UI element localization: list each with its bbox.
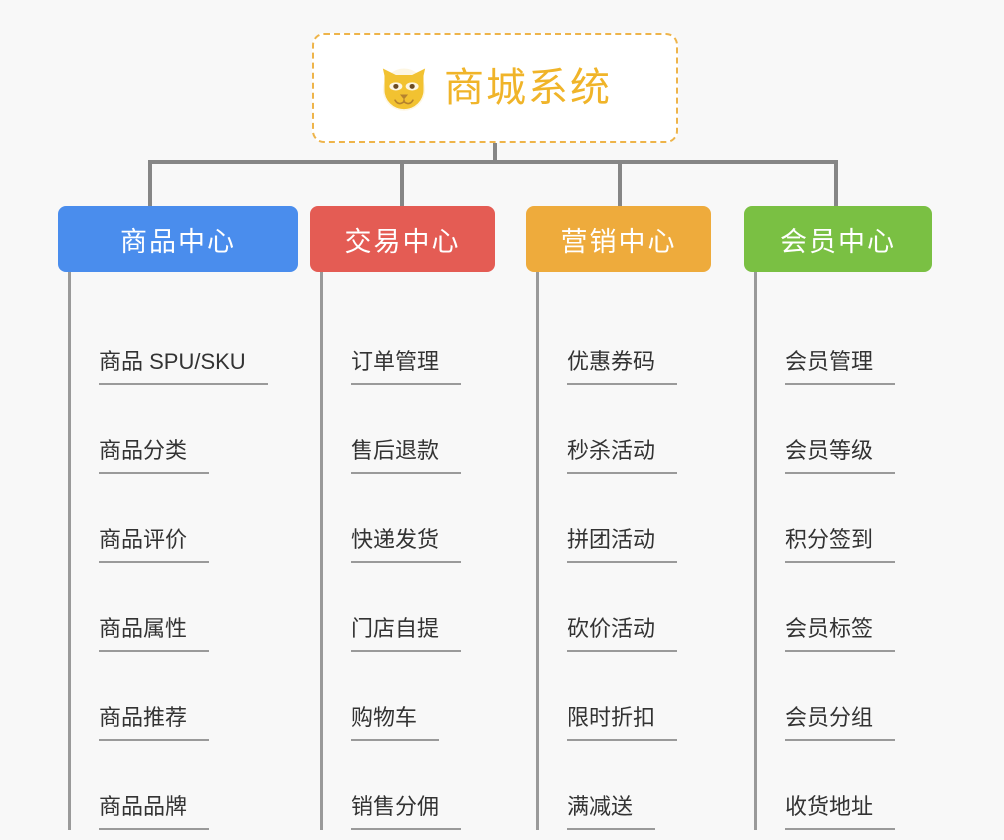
leaf-item[interactable]: 销售分佣 bbox=[323, 741, 495, 830]
branch-column-0: 商品中心 商品 SPU/SKU 商品分类 商品评价 商品属性 商品推荐 商品品牌 bbox=[58, 206, 298, 830]
leaf-list-3: 会员管理 会员等级 积分签到 会员标签 会员分组 收货地址 bbox=[754, 272, 932, 830]
leaf-list-1: 订单管理 售后退款 快递发货 门店自提 购物车 销售分佣 bbox=[320, 272, 495, 830]
leaf-label: 会员标签 bbox=[785, 616, 896, 652]
leaf-label: 商品品牌 bbox=[99, 794, 210, 830]
leaf-item[interactable]: 购物车 bbox=[323, 652, 495, 741]
connector-drop-3 bbox=[618, 160, 622, 208]
leaf-label: 售后退款 bbox=[351, 438, 462, 474]
branch-header-label-0: 商品中心 bbox=[120, 226, 236, 257]
leaf-item[interactable]: 会员管理 bbox=[757, 296, 932, 385]
leaf-label: 商品 SPU/SKU bbox=[99, 349, 268, 385]
leaf-list-0: 商品 SPU/SKU 商品分类 商品评价 商品属性 商品推荐 商品品牌 bbox=[68, 272, 298, 830]
leaf-item[interactable]: 拼团活动 bbox=[539, 474, 711, 563]
branch-header-label-1: 交易中心 bbox=[344, 226, 461, 257]
leaf-label: 收货地址 bbox=[785, 794, 896, 830]
branch-header-label-2: 营销中心 bbox=[560, 226, 677, 257]
leaf-item[interactable]: 限时折扣 bbox=[539, 652, 711, 741]
leaf-label: 订单管理 bbox=[351, 349, 462, 385]
leaf-item[interactable]: 订单管理 bbox=[323, 296, 495, 385]
leaf-item[interactable]: 商品 SPU/SKU bbox=[71, 296, 298, 385]
leaf-item[interactable]: 售后退款 bbox=[323, 385, 495, 474]
connector-drop-4 bbox=[834, 160, 838, 208]
leaf-list-2: 优惠券码 秒杀活动 拼团活动 砍价活动 限时折扣 满减送 bbox=[536, 272, 711, 830]
leaf-item[interactable]: 快递发货 bbox=[323, 474, 495, 563]
connector-drop-1 bbox=[148, 160, 152, 208]
branch-header-0[interactable]: 商品中心 bbox=[58, 206, 298, 272]
leaf-label: 商品推荐 bbox=[99, 705, 210, 741]
leaf-label: 拼团活动 bbox=[567, 527, 678, 563]
leaf-item[interactable]: 积分签到 bbox=[757, 474, 932, 563]
leaf-item[interactable]: 商品评价 bbox=[71, 474, 298, 563]
leaf-item[interactable]: 商品属性 bbox=[71, 563, 298, 652]
leaf-item[interactable]: 秒杀活动 bbox=[539, 385, 711, 474]
leaf-label: 门店自提 bbox=[351, 616, 462, 652]
leaf-label: 砍价活动 bbox=[567, 616, 678, 652]
connector-root-stem bbox=[493, 143, 497, 164]
leaf-label: 积分签到 bbox=[785, 527, 896, 563]
leaf-label: 快递发货 bbox=[351, 527, 462, 563]
branch-header-3[interactable]: 会员中心 bbox=[744, 206, 932, 272]
branch-column-2: 营销中心 优惠券码 秒杀活动 拼团活动 砍价活动 限时折扣 满减送 bbox=[526, 206, 711, 830]
leaf-item[interactable]: 砍价活动 bbox=[539, 563, 711, 652]
leaf-label: 商品评价 bbox=[99, 527, 210, 563]
branch-header-2[interactable]: 营销中心 bbox=[526, 206, 711, 272]
leaf-label: 限时折扣 bbox=[567, 705, 678, 741]
leaf-label: 会员等级 bbox=[785, 438, 896, 474]
leaf-item[interactable]: 满减送 bbox=[539, 741, 711, 830]
leaf-label: 购物车 bbox=[351, 705, 440, 741]
leaf-label: 满减送 bbox=[567, 794, 656, 830]
branch-header-1[interactable]: 交易中心 bbox=[310, 206, 495, 272]
leaf-item[interactable]: 商品品牌 bbox=[71, 741, 298, 830]
leaf-label: 会员管理 bbox=[785, 349, 896, 385]
branch-column-3: 会员中心 会员管理 会员等级 积分签到 会员标签 会员分组 收货地址 bbox=[744, 206, 932, 830]
leaf-item[interactable]: 门店自提 bbox=[323, 563, 495, 652]
branch-column-1: 交易中心 订单管理 售后退款 快递发货 门店自提 购物车 销售分佣 bbox=[310, 206, 495, 830]
leaf-item[interactable]: 商品分类 bbox=[71, 385, 298, 474]
branch-header-label-3: 会员中心 bbox=[780, 226, 896, 257]
shiba-dog-face-icon bbox=[378, 62, 430, 114]
leaf-item[interactable]: 会员分组 bbox=[757, 652, 932, 741]
leaf-item[interactable]: 优惠券码 bbox=[539, 296, 711, 385]
leaf-item[interactable]: 收货地址 bbox=[757, 741, 932, 830]
root-node[interactable]: 商城系统 bbox=[312, 33, 678, 143]
leaf-item[interactable]: 会员标签 bbox=[757, 563, 932, 652]
leaf-label: 优惠券码 bbox=[567, 349, 678, 385]
leaf-label: 商品分类 bbox=[99, 438, 210, 474]
leaf-label: 销售分佣 bbox=[351, 794, 462, 830]
root-title: 商城系统 bbox=[444, 66, 612, 110]
leaf-label: 商品属性 bbox=[99, 616, 210, 652]
leaf-label: 秒杀活动 bbox=[567, 438, 678, 474]
connector-horizontal-bus bbox=[148, 160, 838, 164]
leaf-item[interactable]: 会员等级 bbox=[757, 385, 932, 474]
leaf-item[interactable]: 商品推荐 bbox=[71, 652, 298, 741]
connector-drop-2 bbox=[400, 160, 404, 208]
leaf-label: 会员分组 bbox=[785, 705, 896, 741]
